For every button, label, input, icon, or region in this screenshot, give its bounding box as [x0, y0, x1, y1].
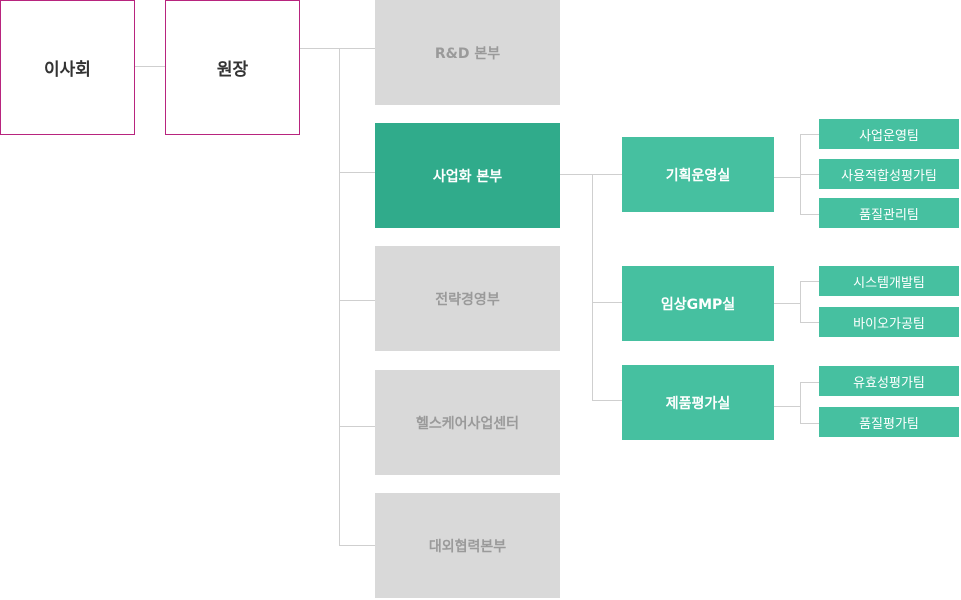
connector-division-business	[339, 172, 375, 173]
connector-product-out	[774, 406, 800, 407]
connector-office-product	[592, 400, 622, 401]
connector-team-4	[800, 281, 819, 282]
division-healthcare[interactable]: 헬스케어사업센터	[375, 370, 560, 475]
team-business-ops: 사업운영팀	[819, 119, 959, 149]
connector-division-healthcare	[339, 426, 375, 427]
office-planning: 기획운영실	[622, 137, 774, 212]
connector-director-out	[299, 48, 339, 49]
team-quality-mgmt: 품질관리팀	[819, 198, 959, 228]
connector-clinical-out	[774, 303, 800, 304]
connector-division-strategy	[339, 300, 375, 301]
connector-division-rd	[339, 48, 375, 49]
division-external[interactable]: 대외협력본부	[375, 493, 560, 598]
board-box: 이사회	[0, 0, 135, 135]
connector-product-teams-vertical	[800, 382, 801, 424]
team-efficacy-eval: 유효성평가팀	[819, 366, 959, 396]
connector-offices-vertical	[592, 174, 593, 400]
division-business[interactable]: 사업화 본부	[375, 123, 560, 228]
connector-planning-out	[774, 177, 800, 178]
connector-team-6	[800, 382, 819, 383]
director-box: 원장	[165, 0, 300, 135]
team-system-dev: 시스템개발팀	[819, 266, 959, 296]
team-usability-eval: 사용적합성평가팀	[819, 159, 959, 189]
office-product-eval: 제품평가실	[622, 365, 774, 440]
office-clinical-gmp: 임상GMP실	[622, 266, 774, 341]
connector-board-director	[134, 66, 166, 67]
connector-divisions-vertical	[339, 48, 340, 546]
team-quality-eval: 품질평가팀	[819, 407, 959, 437]
connector-clinical-teams-vertical	[800, 281, 801, 323]
connector-team-7	[800, 423, 819, 424]
connector-team-3	[800, 214, 819, 215]
division-strategy[interactable]: 전략경영부	[375, 246, 560, 351]
team-bio-processing: 바이오가공팀	[819, 307, 959, 337]
connector-team-2	[800, 174, 819, 175]
division-rd[interactable]: R&D 본부	[375, 0, 560, 105]
connector-office-planning	[592, 174, 622, 175]
connector-office-clinical	[592, 302, 622, 303]
connector-division-external	[339, 545, 375, 546]
connector-team-1	[800, 134, 819, 135]
connector-team-5	[800, 322, 819, 323]
connector-business-out	[560, 174, 592, 175]
